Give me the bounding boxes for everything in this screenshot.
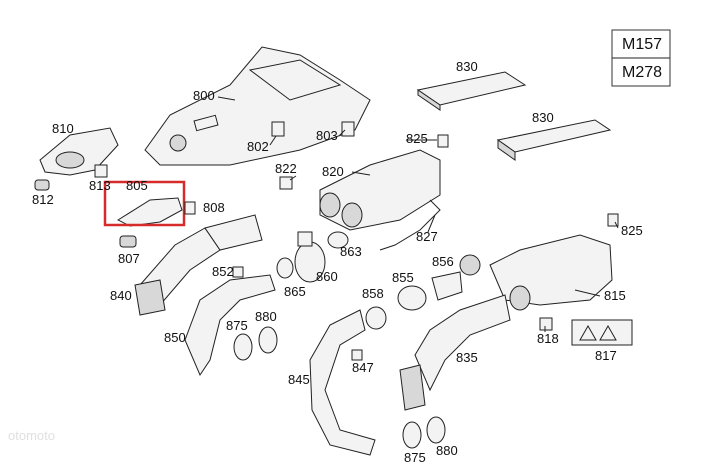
watermark: otomoto bbox=[8, 428, 55, 443]
callout-817: 817 bbox=[595, 348, 617, 363]
callout-875-a: 875 bbox=[226, 318, 248, 333]
part-807 bbox=[119, 235, 137, 248]
callout-835: 835 bbox=[456, 350, 478, 365]
callout-863: 863 bbox=[340, 244, 362, 259]
bracket-810 bbox=[39, 127, 119, 176]
part-802 bbox=[271, 121, 285, 137]
callout-830-a: 830 bbox=[456, 59, 478, 74]
duct-850 bbox=[184, 274, 276, 377]
callout-865: 865 bbox=[284, 284, 306, 299]
warning-label-817 bbox=[571, 319, 633, 346]
clamp-880-b bbox=[426, 416, 446, 444]
callout-880-b: 880 bbox=[436, 443, 458, 458]
model-box: M157 M278 bbox=[611, 29, 671, 87]
callout-840: 840 bbox=[110, 288, 132, 303]
callout-825-a: 825 bbox=[406, 131, 428, 146]
highlight-box-805 bbox=[103, 180, 186, 227]
hose-827 bbox=[379, 199, 441, 251]
part-865 bbox=[276, 257, 294, 279]
part-818 bbox=[539, 317, 553, 331]
callout-880-a: 880 bbox=[255, 309, 277, 324]
callout-827: 827 bbox=[416, 229, 438, 244]
sensor-860 bbox=[294, 231, 326, 283]
part-822 bbox=[279, 176, 293, 190]
callout-820: 820 bbox=[322, 164, 344, 179]
part-825-a bbox=[437, 134, 449, 148]
callout-855: 855 bbox=[392, 270, 414, 285]
model-m157: M157 bbox=[622, 36, 662, 53]
clamp-875-a bbox=[233, 333, 253, 361]
part-856 bbox=[431, 271, 463, 301]
part-825-b bbox=[607, 213, 619, 227]
part-812 bbox=[34, 179, 50, 191]
callout-860: 860 bbox=[316, 269, 338, 284]
part-855 bbox=[397, 285, 427, 311]
callout-805: 805 bbox=[126, 178, 148, 193]
part-805 bbox=[103, 180, 186, 227]
callout-807: 807 bbox=[118, 251, 140, 266]
callout-858: 858 bbox=[362, 286, 384, 301]
model-m278: M278 bbox=[622, 64, 662, 81]
leader-lines bbox=[217, 96, 619, 332]
callout-845: 845 bbox=[288, 372, 310, 387]
intake-hose-840 bbox=[134, 214, 263, 316]
callout-818: 818 bbox=[537, 331, 559, 346]
callout-812: 812 bbox=[32, 192, 54, 207]
filter-830-b bbox=[496, 119, 612, 161]
callout-810: 810 bbox=[52, 121, 74, 136]
duct-835 bbox=[399, 294, 511, 411]
filter-housing-815 bbox=[459, 234, 613, 311]
part-808 bbox=[184, 201, 196, 215]
clamp-875-b bbox=[402, 421, 422, 449]
duct-845 bbox=[309, 309, 376, 456]
clamp-858 bbox=[365, 306, 387, 330]
callout-830-b: 830 bbox=[532, 110, 554, 125]
callout-822: 822 bbox=[275, 161, 297, 176]
part-803 bbox=[341, 121, 355, 137]
callout-852: 852 bbox=[212, 264, 234, 279]
part-813 bbox=[94, 164, 108, 178]
filter-housing-820 bbox=[319, 149, 441, 231]
callout-800: 800 bbox=[193, 88, 215, 103]
callout-813: 813 bbox=[89, 178, 111, 193]
engine-cover-800 bbox=[144, 46, 371, 166]
callout-803: 803 bbox=[316, 128, 338, 143]
part-847 bbox=[351, 349, 363, 361]
callout-825-b: 825 bbox=[621, 223, 643, 238]
callout-850: 850 bbox=[164, 330, 186, 345]
clip-852 bbox=[232, 266, 244, 278]
callout-847: 847 bbox=[352, 360, 374, 375]
callout-815: 815 bbox=[604, 288, 626, 303]
clamp-880-a bbox=[258, 326, 278, 354]
filter-830-a bbox=[416, 71, 527, 111]
callout-802: 802 bbox=[247, 139, 269, 154]
callout-856: 856 bbox=[432, 254, 454, 269]
part-863 bbox=[327, 231, 349, 249]
callout-875-b: 875 bbox=[404, 450, 426, 465]
callout-808: 808 bbox=[203, 200, 225, 215]
